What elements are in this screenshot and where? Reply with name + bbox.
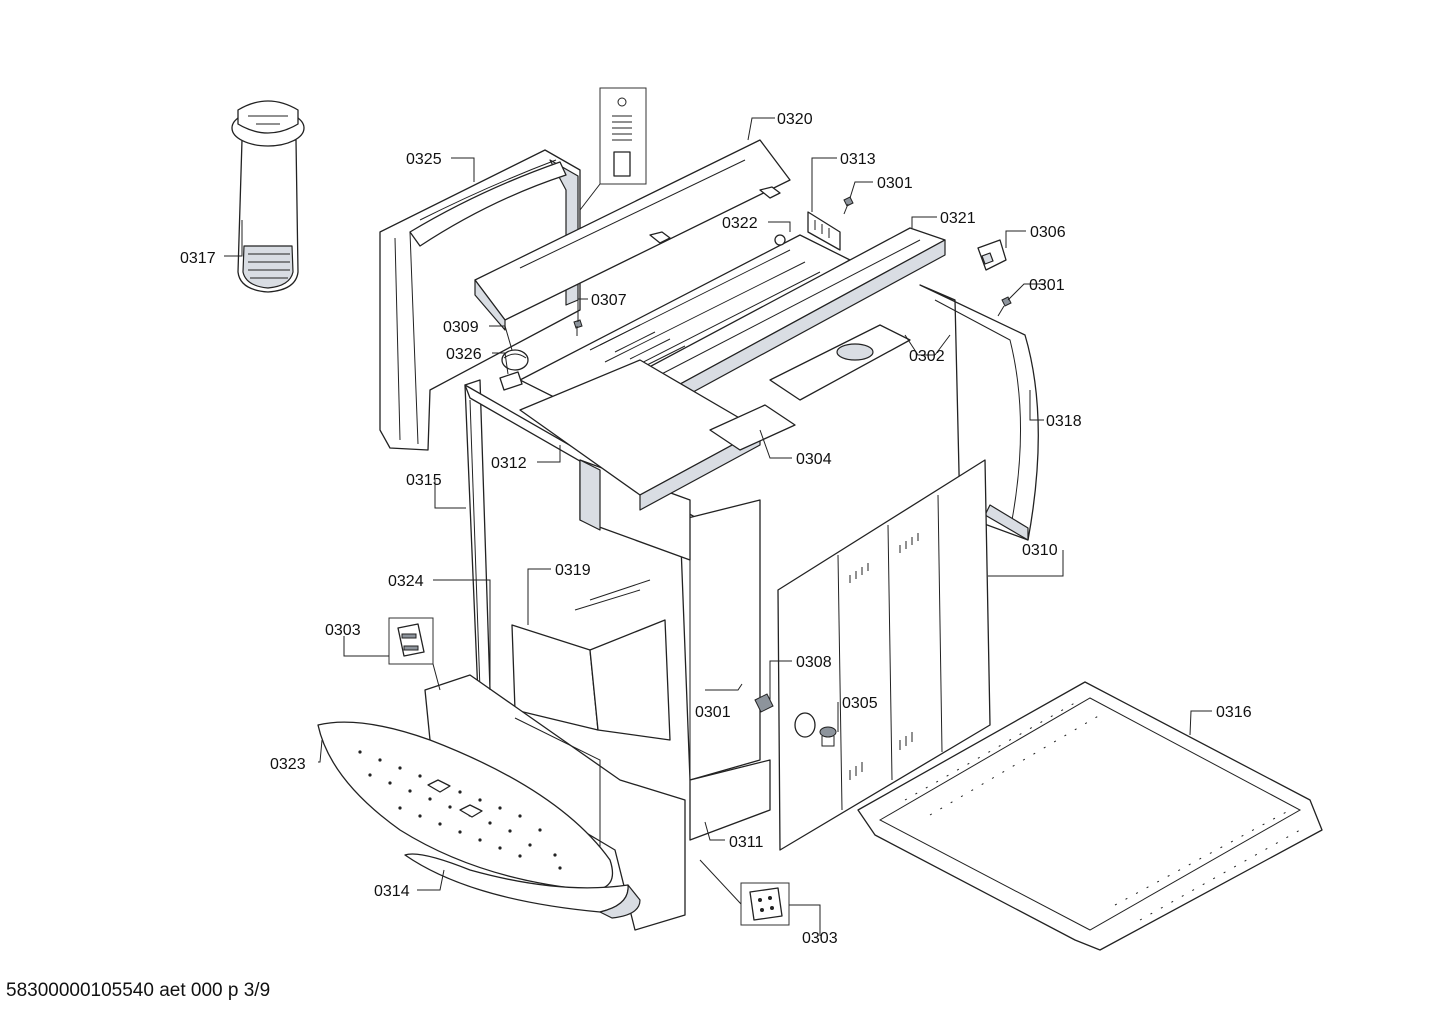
callout-0320: 0320 (777, 111, 813, 128)
callout-0322: 0322 (722, 215, 758, 232)
part-bracket-0313 (807, 211, 841, 251)
callout-0306: 0306 (1030, 224, 1066, 241)
callout-0310: 0310 (1022, 542, 1058, 559)
callout-0303: 0303 (325, 622, 361, 639)
screw-0301-right (997, 296, 1012, 317)
callout-0323: 0323 (270, 756, 306, 773)
callout-labels: 0317 0325 0320 0313 0301 0322 0321 0306 … (180, 111, 1252, 947)
leader-lines (224, 117, 1212, 936)
callout-0314: 0314 (374, 883, 410, 900)
detail-box-0303-upper (388, 617, 434, 665)
callout-0308: 0308 (796, 654, 832, 671)
part-knob-0305 (819, 726, 837, 747)
vent-slots (599, 324, 716, 381)
part-container-0319 (511, 579, 671, 741)
part-cover-0304 (709, 324, 911, 451)
grid-holes (358, 750, 562, 870)
callout-0312: 0312 (491, 455, 527, 472)
part-drip-tray-0314 (404, 853, 641, 919)
vent-slots-back (849, 533, 919, 780)
callout-0301: 0301 (877, 175, 913, 192)
callout-0307: 0307 (591, 292, 627, 309)
part-0326 (499, 371, 523, 391)
callout-0316: 0316 (1216, 704, 1252, 721)
callout-0311: 0311 (729, 834, 764, 851)
callout-0326: 0326 (446, 346, 482, 363)
detail-box-valve (599, 87, 647, 185)
callout-0318: 0318 (1046, 413, 1082, 430)
callout-0304: 0304 (796, 451, 832, 468)
part-cap-0309 (501, 349, 529, 371)
part-base-plate-0316 (857, 681, 1323, 951)
callout-0317: 0317 (180, 250, 216, 267)
callout-0303: 0303 (802, 930, 838, 947)
document-reference: 58300000105540 aet 000 p 3/9 (6, 980, 271, 1001)
part-holder-0308 (754, 693, 774, 713)
part-drip-grid-0323 (317, 721, 614, 891)
callout-0313: 0313 (840, 151, 876, 168)
part-side-panel-0318 (919, 284, 1039, 541)
callout-0315: 0315 (406, 472, 442, 489)
part-back-panel-0310 (777, 459, 991, 851)
callout-0321: 0321 (940, 210, 976, 227)
callout-0325: 0325 (406, 151, 442, 168)
callout-0309: 0309 (443, 319, 479, 336)
callout-0305: 0305 (842, 695, 878, 712)
callout-0302: 0302 (909, 348, 945, 365)
part-water-filter (231, 100, 305, 293)
part-front-housing (424, 674, 771, 931)
callout-0324: 0324 (388, 573, 424, 590)
callout-0301: 0301 (1029, 277, 1065, 294)
part-switch-0306 (977, 239, 1007, 271)
detail-box-0303-lower (740, 882, 790, 926)
callout-0301: 0301 (695, 704, 731, 721)
part-pin-0307 (573, 319, 583, 336)
screw-0301-top (843, 196, 854, 215)
part-lid-0320 (474, 139, 791, 331)
callout-0319: 0319 (555, 562, 591, 579)
